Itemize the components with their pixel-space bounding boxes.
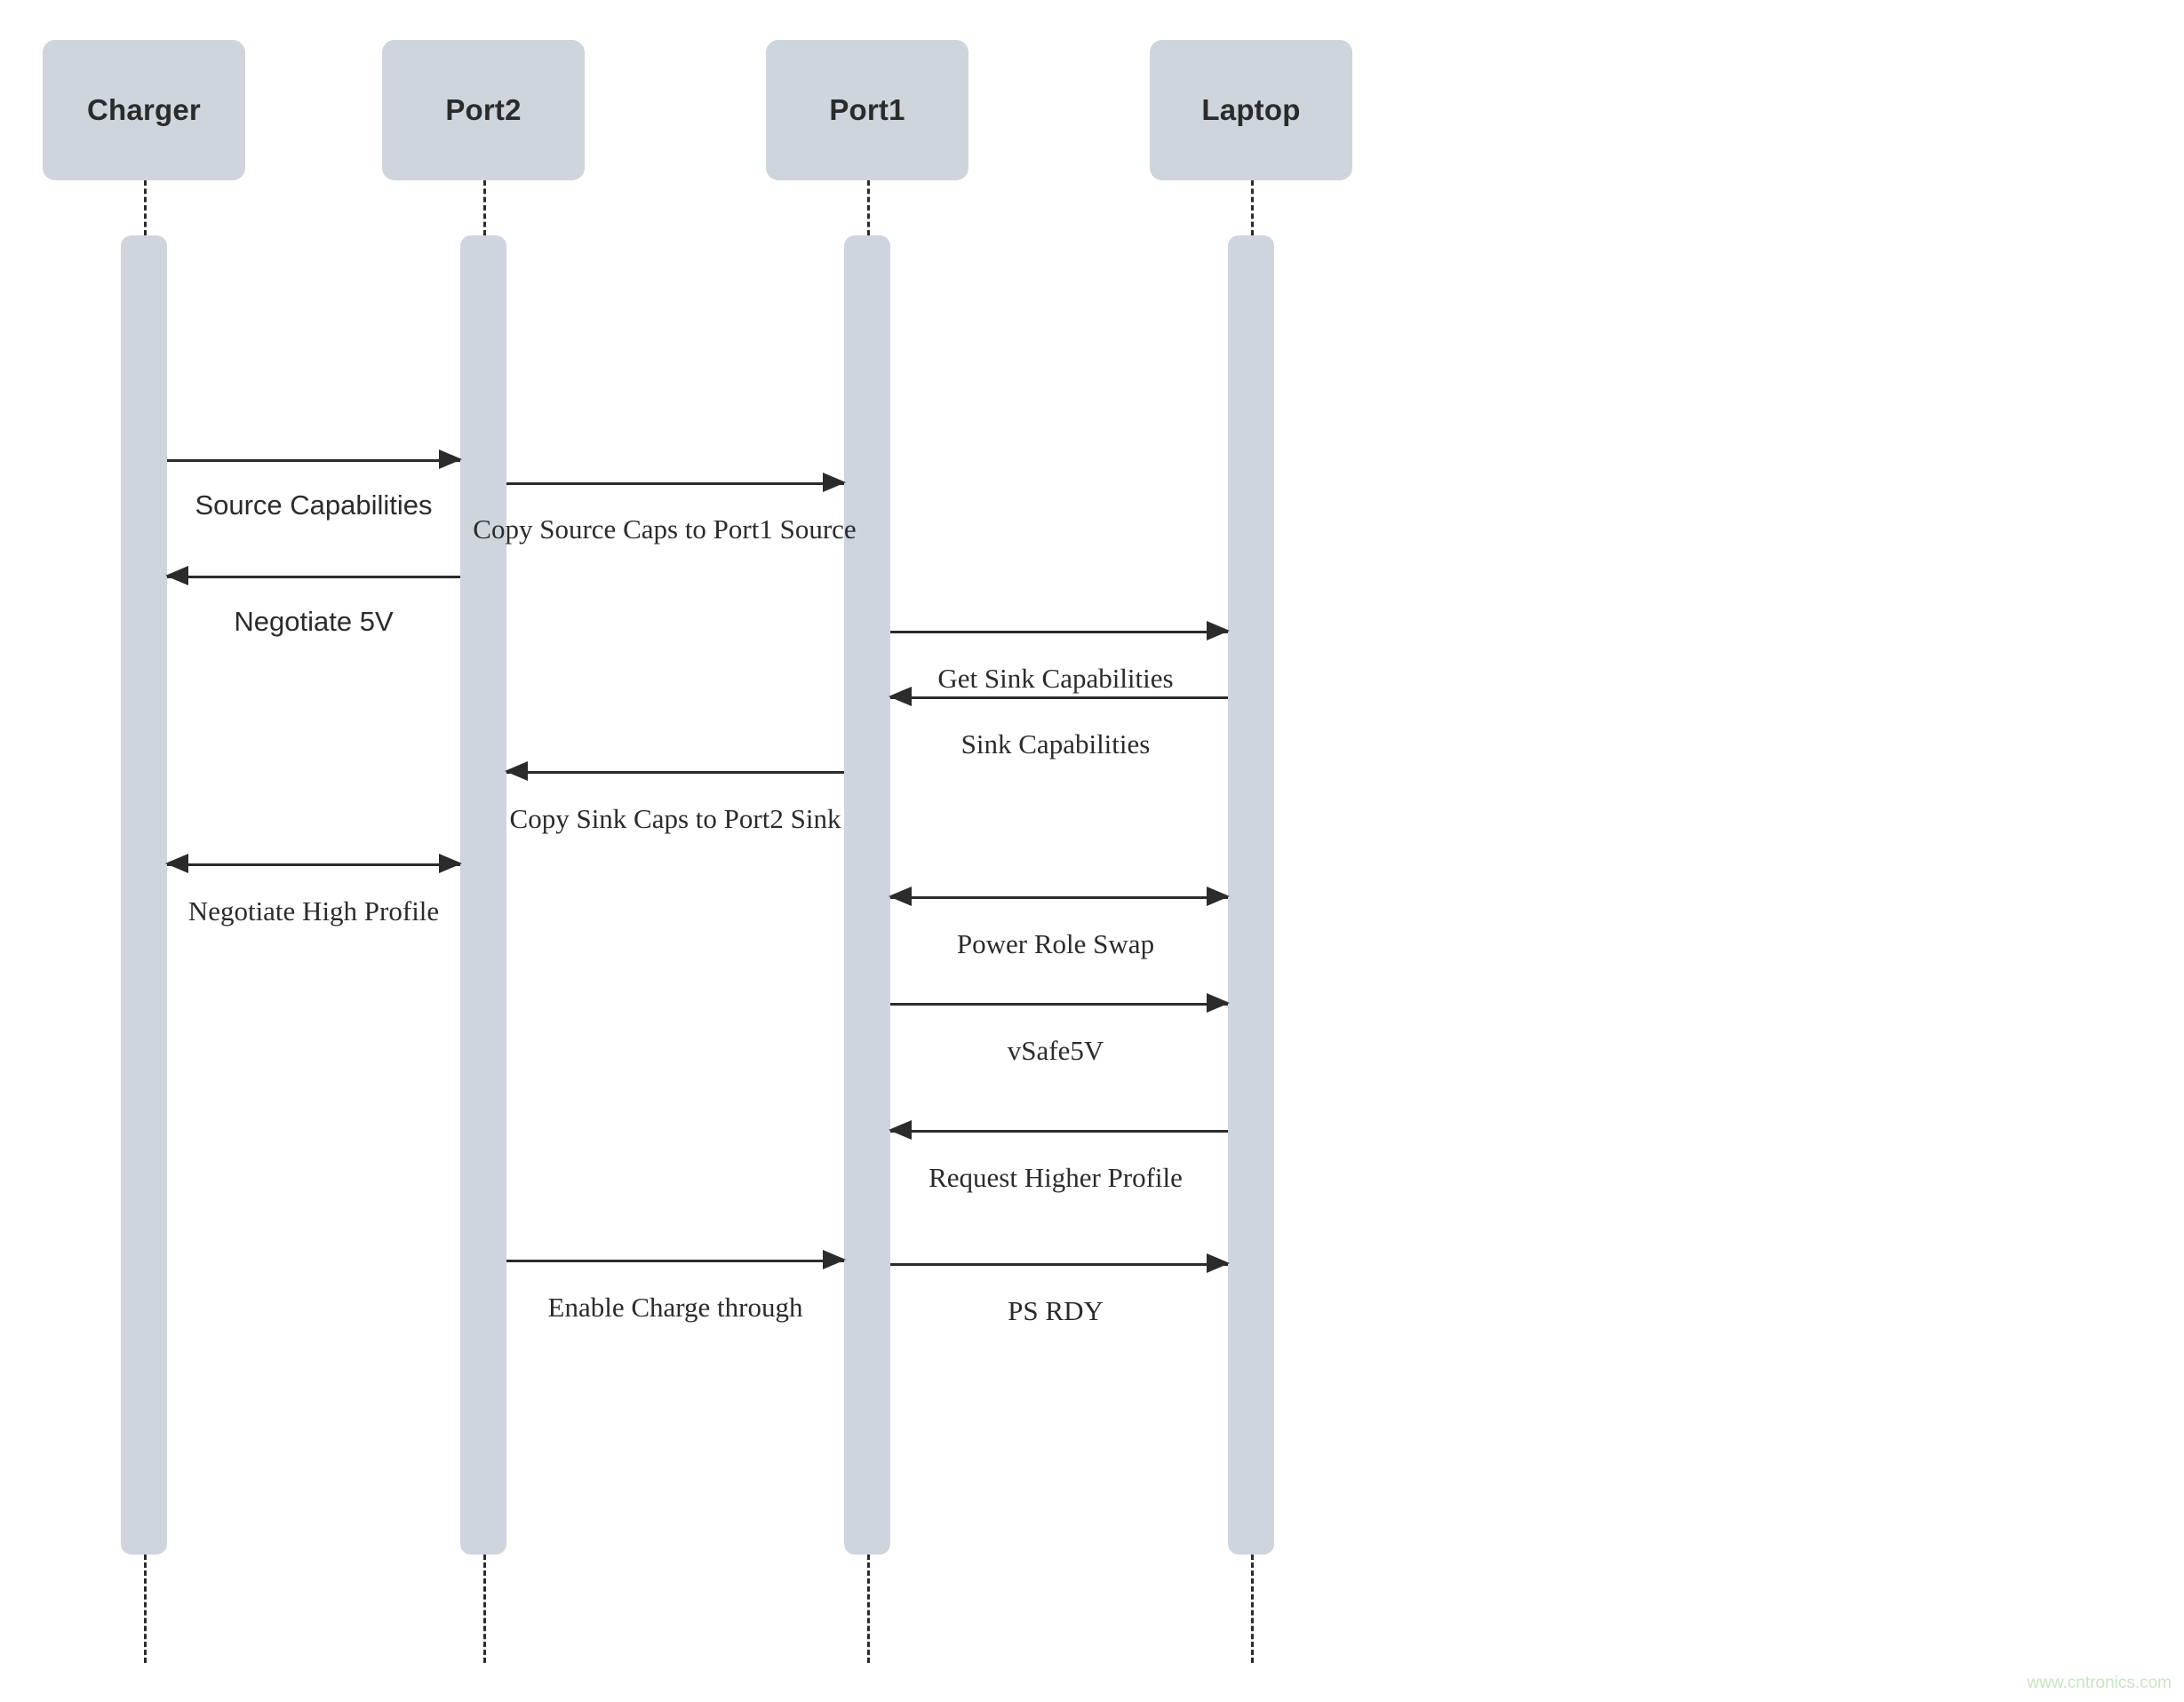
arrow-line: [167, 863, 460, 866]
message-label-m8: Power Role Swap: [956, 928, 1155, 959]
arrowhead-right-icon: [1207, 993, 1230, 1013]
lifeline-lower-port1: [867, 1555, 870, 1663]
arrowhead-left-icon: [505, 761, 528, 781]
lifeline-upper-port1: [867, 180, 870, 235]
watermark: www.cntronics.com: [2027, 1674, 2172, 1692]
lifeline-lower-port2: [483, 1555, 486, 1663]
participant-box-port2[interactable]: Port2: [382, 40, 585, 180]
lifeline-upper-port2: [483, 180, 486, 235]
arrow-line: [167, 459, 460, 462]
arrow-line: [890, 1130, 1228, 1133]
arrowhead-left-icon: [889, 687, 912, 706]
message-label-m9: vSafe5V: [1007, 1035, 1104, 1066]
arrowhead-right-icon: [1207, 1253, 1230, 1273]
activation-bar-port1[interactable]: [844, 235, 890, 1555]
participant-label-port1: Port1: [829, 93, 905, 126]
arrow-line: [506, 1260, 844, 1262]
lifeline-upper-laptop: [1251, 180, 1254, 235]
arrowhead-left-icon: [165, 854, 188, 873]
arrowhead-right-icon: [1207, 621, 1230, 640]
lifeline-lower-laptop: [1251, 1555, 1254, 1663]
activation-bar-laptop[interactable]: [1228, 235, 1274, 1555]
arrowhead-right-icon: [1207, 887, 1230, 906]
arrow-line: [890, 696, 1228, 699]
arrowhead-left-icon: [165, 566, 188, 585]
message-label-m2: Copy Source Caps to Port1 Source: [473, 513, 857, 545]
arrow-line: [890, 1263, 1228, 1266]
message-label-m3: Negotiate 5V: [234, 606, 394, 637]
participant-box-charger[interactable]: Charger: [43, 40, 245, 180]
message-label-m1: Source Capabilities: [195, 489, 433, 521]
message-label-m12: PS RDY: [1008, 1295, 1104, 1326]
participant-box-port1[interactable]: Port1: [766, 40, 968, 180]
message-label-m11: Enable Charge through: [547, 1292, 803, 1323]
arrow-line: [890, 1003, 1228, 1006]
arrow-line: [167, 576, 460, 578]
arrowhead-right-icon: [823, 473, 846, 492]
participant-box-laptop[interactable]: Laptop: [1150, 40, 1352, 180]
participant-label-port2: Port2: [445, 93, 522, 126]
lifeline-upper-charger: [144, 180, 147, 235]
participant-label-charger: Charger: [87, 93, 201, 126]
message-label-m6: Copy Sink Caps to Port2 Sink: [509, 803, 841, 834]
arrowhead-right-icon: [823, 1250, 846, 1269]
activation-bar-charger[interactable]: [121, 235, 167, 1555]
arrow-line: [890, 631, 1228, 633]
arrowhead-left-icon: [889, 1120, 912, 1140]
activation-bar-port2[interactable]: [460, 235, 506, 1555]
arrowhead-right-icon: [439, 449, 462, 469]
arrow-line: [506, 482, 844, 485]
arrowhead-right-icon: [439, 854, 462, 873]
participant-label-laptop: Laptop: [1201, 93, 1301, 126]
lifeline-lower-charger: [144, 1555, 147, 1663]
message-label-m10: Request Higher Profile: [929, 1162, 1183, 1193]
message-label-m7: Negotiate High Profile: [187, 895, 440, 927]
arrow-line: [506, 771, 844, 774]
arrowhead-left-icon: [889, 887, 912, 906]
arrow-line: [890, 896, 1228, 899]
message-label-m5: Sink Capabilities: [960, 728, 1151, 760]
message-label-m4: Get Sink Capabilities: [937, 663, 1174, 694]
